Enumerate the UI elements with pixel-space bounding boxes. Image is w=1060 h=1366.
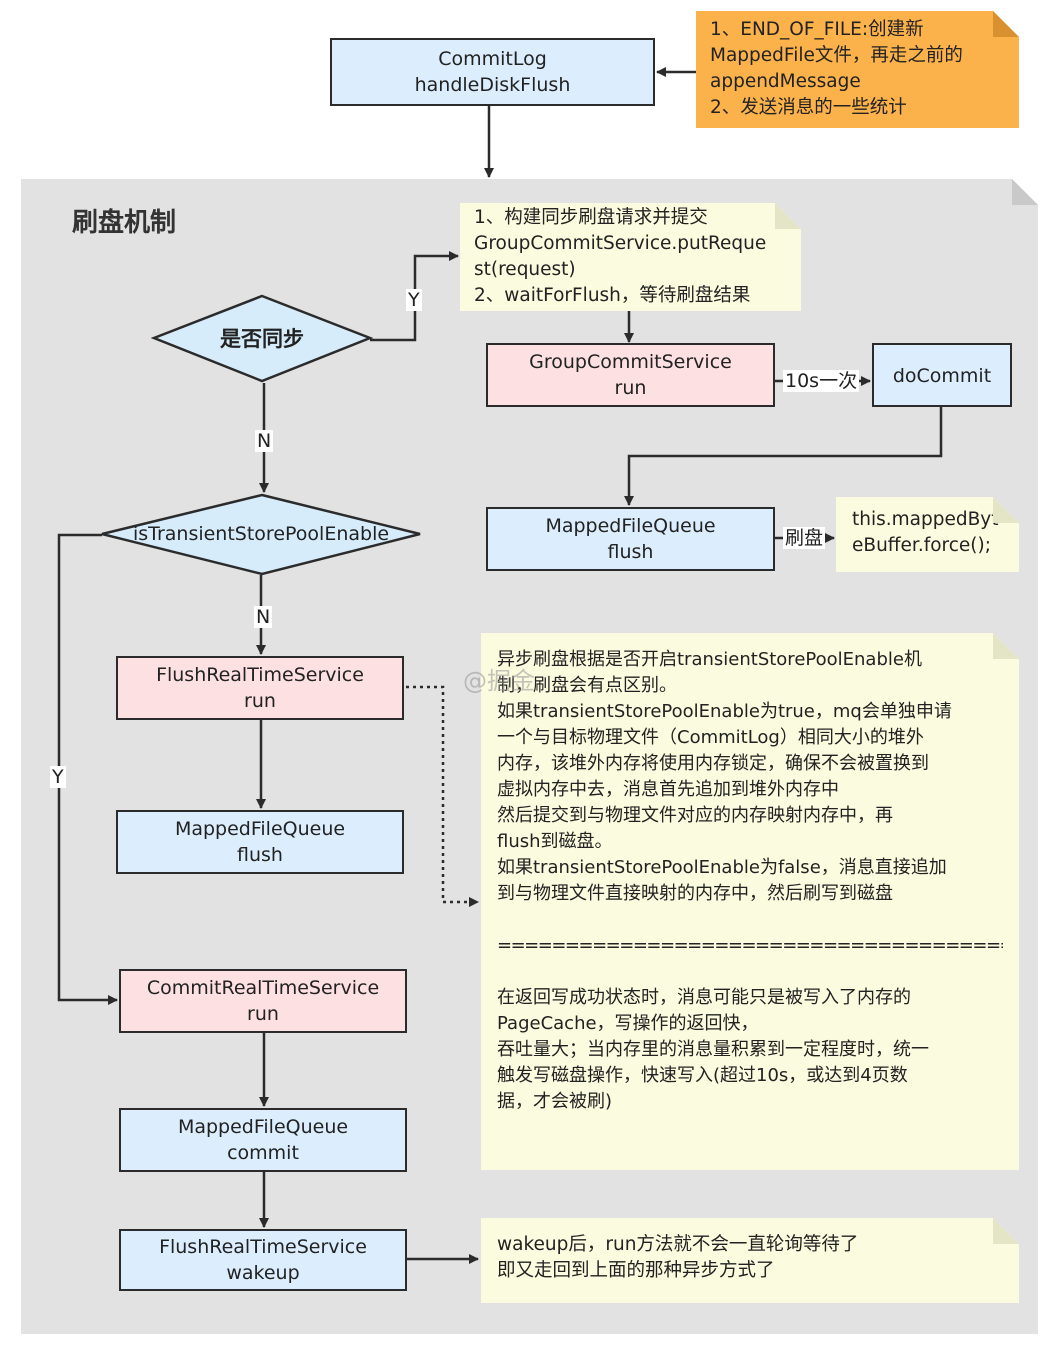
mapped-file-queue-flush-async-node: MappedFileQueue flush bbox=[116, 810, 404, 874]
edge-docommit-to-mfqflush bbox=[624, 407, 943, 506]
transient-decision-label: isTransientStorePoolEnable bbox=[132, 523, 390, 545]
wakeup-note-line: wakeup后，run方法就不会一直轮询等待了 bbox=[497, 1234, 859, 1255]
edge-flushrt-to-asyncnote bbox=[406, 685, 479, 907]
force-note-line: this.mappedByt bbox=[852, 509, 999, 530]
async-note-line: 吞吐量大；当内存里的消息量积累到一定程度时，统一 bbox=[497, 1039, 929, 1060]
node-label: FlushRealTimeService bbox=[156, 664, 364, 686]
async-note-line bbox=[497, 907, 1003, 933]
commit-realtime-service-run-node: CommitRealTimeService run bbox=[119, 969, 407, 1033]
top-note: 1、END_OF_FILE:创建新 MappedFile文件，再走之前的 app… bbox=[696, 11, 1019, 128]
async-note-line: 如果transientStorePoolEnable为true，mq会单独申请 bbox=[497, 701, 952, 722]
node-label: run bbox=[614, 377, 647, 399]
top-note-line: MappedFile文件，再走之前的 bbox=[710, 45, 963, 66]
edge-label-every-10s: 10s一次 bbox=[783, 370, 860, 392]
transient-decision-diamond bbox=[101, 493, 421, 576]
sync-decision-label: 是否同步 bbox=[220, 327, 304, 351]
watermark: @掘金 bbox=[463, 667, 535, 695]
sync-note-line: st(request) bbox=[474, 259, 576, 280]
async-note-line: 异步刷盘根据是否开启transientStorePoolEnable机 bbox=[497, 649, 922, 670]
node-label: MappedFileQueue bbox=[177, 1116, 349, 1138]
wakeup-note: wakeup后，run方法就不会一直轮询等待了 即又走回到上面的那种异步方式了 bbox=[481, 1218, 1019, 1303]
node-label: CommitLog bbox=[438, 48, 547, 70]
async-note-line: flush到磁盘。 bbox=[497, 831, 613, 852]
sync-note: 1、构建同步刷盘请求并提交 GroupCommitService.putRequ… bbox=[460, 203, 801, 311]
commitlog-handle-disk-flush-node: CommitLog handleDiskFlush bbox=[330, 38, 655, 106]
mapped-file-queue-commit-node: MappedFileQueue commit bbox=[119, 1108, 407, 1172]
force-note-line: eBuffer.force(); bbox=[852, 535, 991, 556]
node-label: handleDiskFlush bbox=[414, 74, 571, 96]
async-note-line: 一个与目标物理文件（CommitLog）相同大小的堆外 bbox=[497, 727, 924, 748]
async-note-line bbox=[497, 959, 1003, 985]
node-label: MappedFileQueue bbox=[174, 818, 346, 840]
node-label: run bbox=[244, 690, 276, 712]
edge-label-transient-no: N bbox=[254, 606, 273, 628]
async-note-line: 制，刷盘会有点区别。 bbox=[497, 675, 677, 696]
node-label: commit bbox=[227, 1142, 299, 1164]
top-note-line: 1、END_OF_FILE:创建新 bbox=[710, 19, 924, 40]
top-note-line: appendMessage bbox=[710, 71, 861, 92]
force-note: this.mappedByt eBuffer.force(); bbox=[836, 497, 1019, 572]
async-flush-note: 异步刷盘根据是否开启transientStorePoolEnable机 制，刷盘… bbox=[481, 633, 1019, 1170]
flush-realtime-service-run-node: FlushRealTimeService run bbox=[116, 656, 404, 720]
node-label: FlushRealTimeService bbox=[159, 1236, 367, 1258]
async-note-line: 据，才会被刷) bbox=[497, 1091, 613, 1112]
top-note-line: 2、发送消息的一些统计 bbox=[710, 97, 907, 118]
group-title: 刷盘机制 bbox=[72, 208, 177, 238]
async-note-line: PageCache，写操作的返回快， bbox=[497, 1013, 759, 1034]
edge-transient-yes bbox=[57, 533, 118, 1005]
mapped-file-queue-flush-sync-node: MappedFileQueue flush bbox=[486, 507, 775, 571]
do-commit-node: doCommit bbox=[872, 343, 1012, 407]
async-note-line: 到与物理文件直接映射的内存中，然后刷写到磁盘 bbox=[497, 883, 893, 904]
node-label: flush bbox=[607, 541, 654, 563]
async-note-divider: ========================================… bbox=[497, 935, 1003, 956]
async-note-line: 在返回写成功状态时，消息可能只是被写入了内存的 bbox=[497, 987, 911, 1008]
edge-label-sync-yes: Y bbox=[406, 289, 422, 311]
sync-note-line: GroupCommitService.putReque bbox=[474, 233, 767, 254]
group-commit-service-run-node: GroupCommitService run bbox=[486, 343, 775, 407]
async-note-line: 虚拟内存中去，消息首先追加到堆外内存中 bbox=[497, 779, 839, 800]
node-label: MappedFileQueue bbox=[545, 515, 716, 537]
async-note-line: 如果transientStorePoolEnable为false，消息直接追加 bbox=[497, 857, 947, 878]
async-note-line: 然后提交到与物理文件对应的内存映射内存中，再 bbox=[497, 805, 893, 826]
node-label: CommitRealTimeService bbox=[146, 977, 380, 999]
sync-note-line: 2、waitForFlush，等待刷盘结果 bbox=[474, 285, 751, 306]
edge-label-flush-disk: 刷盘 bbox=[783, 527, 826, 549]
node-label: run bbox=[247, 1003, 279, 1025]
node-label: flush bbox=[237, 844, 283, 866]
async-note-line: 内存，该堆外内存将使用内存锁定，确保不会被置换到 bbox=[497, 753, 929, 774]
edge-label-sync-no: N bbox=[255, 430, 274, 452]
node-label: doCommit bbox=[892, 365, 992, 387]
wakeup-note-line: 即又走回到上面的那种异步方式了 bbox=[497, 1260, 775, 1281]
node-label: wakeup bbox=[226, 1262, 300, 1284]
node-label: GroupCommitService bbox=[529, 351, 732, 373]
flush-realtime-service-wakeup-node: FlushRealTimeService wakeup bbox=[119, 1229, 407, 1291]
sync-decision-diamond bbox=[150, 294, 374, 383]
sync-note-line: 1、构建同步刷盘请求并提交 bbox=[474, 207, 708, 228]
async-note-line: 触发写磁盘操作，快速写入(超过10s，或达到4页数 bbox=[497, 1065, 908, 1086]
edge-label-transient-yes: Y bbox=[50, 766, 66, 788]
